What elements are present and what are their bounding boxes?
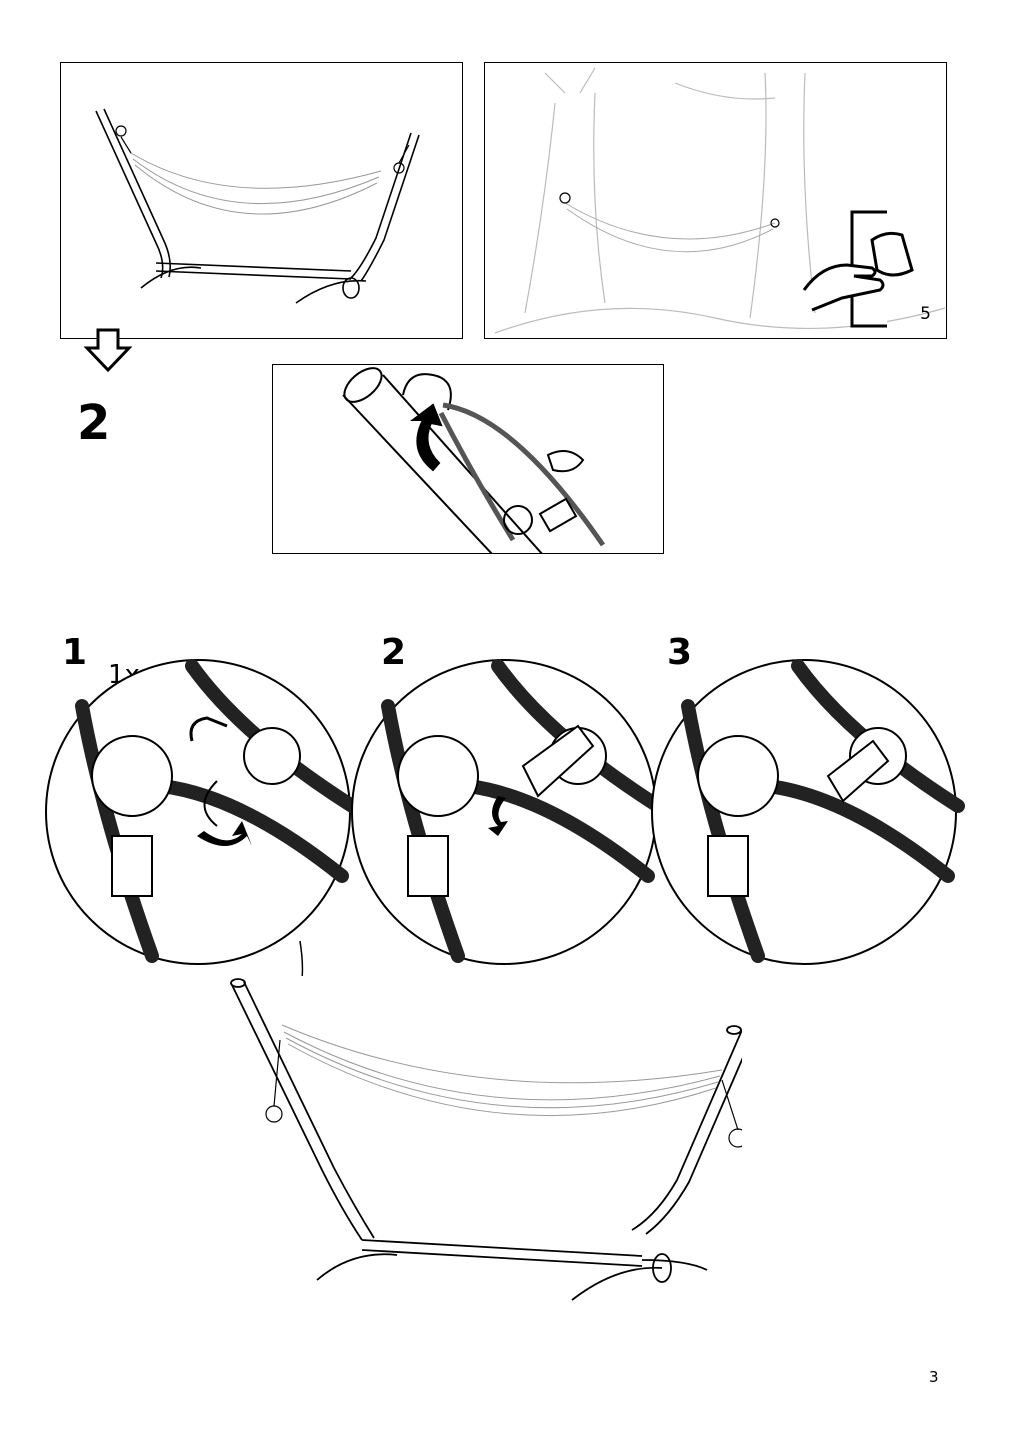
rotate-arrow-icon [410, 403, 443, 472]
hook-on-pole-illustration [342, 367, 606, 553]
rotate-arrow-icon [197, 821, 252, 846]
page-reference-box: 5 [802, 210, 937, 328]
detail-step-2-number: 2 [381, 632, 407, 673]
detail-circle-2 [351, 659, 665, 965]
trees-option-panel: 5 [484, 62, 947, 339]
detail-circle-3 [651, 659, 965, 965]
page-number: 3 [929, 1368, 939, 1386]
down-arrow-icon [83, 328, 133, 372]
assembled-hammock-illustration [230, 978, 742, 1301]
page-reference-number: 5 [920, 304, 931, 324]
stand-assembly-panel [60, 62, 463, 339]
hammock-on-stand-illustration [95, 108, 420, 304]
rotate-arrow-icon [488, 796, 508, 836]
hook-detail-panel [272, 364, 664, 554]
detail-step-3-number: 3 [667, 632, 693, 673]
detail-circle-1 [45, 659, 359, 976]
detail-step-1-number: 1 [62, 632, 88, 673]
hand-turning-page-icon [802, 231, 914, 312]
next-step-number: 2 [77, 395, 111, 451]
